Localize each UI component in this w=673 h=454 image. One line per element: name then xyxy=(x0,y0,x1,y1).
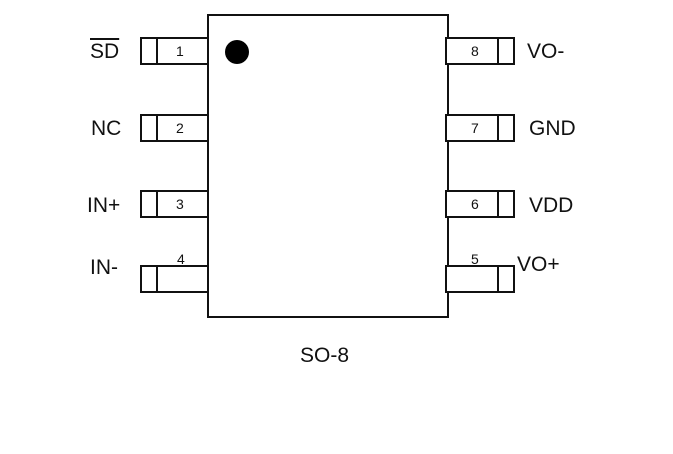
pin-7 xyxy=(445,114,515,142)
pin-5-label: VO+ xyxy=(517,253,560,276)
pin-2-stub xyxy=(142,116,158,140)
pin-4-number: 4 xyxy=(177,251,185,267)
pin-1 xyxy=(140,37,209,65)
pin-3-stub xyxy=(142,192,158,216)
pin-6 xyxy=(445,190,515,218)
pin-6-label: VDD xyxy=(529,194,574,217)
pin-5-number: 5 xyxy=(471,251,479,267)
pin-2-number: 2 xyxy=(176,120,184,136)
pin-3-label: IN+ xyxy=(87,194,121,217)
pin-1-label: SD xyxy=(90,40,120,63)
pin-4-stub xyxy=(142,267,158,291)
pin-7-stub xyxy=(497,116,513,140)
package-name-label: SO-8 xyxy=(300,344,350,367)
pin-8-label: VO- xyxy=(527,40,565,63)
pin-3-number: 3 xyxy=(176,196,184,212)
pin-8 xyxy=(445,37,515,65)
pin-4-label: IN- xyxy=(90,256,118,279)
pin-4 xyxy=(140,265,209,293)
pin-6-stub xyxy=(497,192,513,216)
pin-8-number: 8 xyxy=(471,43,479,59)
pin-5-stub xyxy=(497,267,513,291)
pin-6-number: 6 xyxy=(471,196,479,212)
pin-5 xyxy=(445,265,515,293)
pin-8-stub xyxy=(497,39,513,63)
pin-1-stub xyxy=(142,39,158,63)
pin-1-number: 1 xyxy=(176,43,184,59)
pin-2 xyxy=(140,114,209,142)
pin-3 xyxy=(140,190,209,218)
ic-package-body xyxy=(207,14,449,318)
pin-7-number: 7 xyxy=(471,120,479,136)
pin-2-label: NC xyxy=(91,117,122,140)
pin1-indicator-dot xyxy=(225,40,249,64)
pin-7-label: GND xyxy=(529,117,576,140)
